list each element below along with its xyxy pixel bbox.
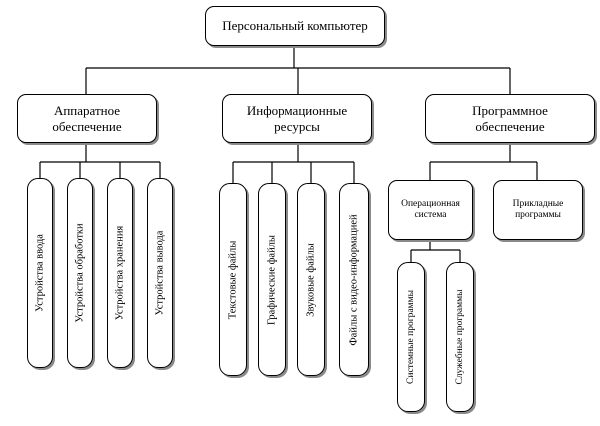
leaf-storage-devices: Устройства хранения bbox=[107, 178, 133, 368]
leaf-utility-programs: Служебные программы bbox=[446, 262, 474, 412]
root-node: Персональный компьютер bbox=[205, 6, 385, 46]
subcategory-operating-system: Операционная система bbox=[388, 180, 473, 240]
leaf-storage-devices-label: Устройства хранения bbox=[114, 225, 126, 321]
category-information-label-line2: ресурсы bbox=[274, 118, 320, 134]
subcategory-os-label-line2: система bbox=[414, 210, 447, 220]
root-label: Персональный компьютер bbox=[222, 18, 368, 34]
leaf-processing-devices: Устройства обработки bbox=[67, 178, 93, 368]
leaf-processing-devices-label: Устройства обработки bbox=[74, 223, 86, 323]
leaf-audio-files-label: Звуковые файлы bbox=[305, 242, 317, 317]
category-information-label-line1: Информационные bbox=[246, 102, 348, 118]
leaf-text-files: Текстовые файлы bbox=[219, 183, 247, 376]
category-information-resources: Информационные ресурсы bbox=[222, 94, 372, 143]
category-software: Программное обеспечение bbox=[425, 94, 595, 143]
leaf-graphic-files: Графические файлы bbox=[258, 183, 286, 376]
category-software-label-line2: обеспечение bbox=[475, 118, 545, 134]
leaf-graphic-files-label: Графические файлы bbox=[266, 234, 278, 325]
category-hardware: Аппаратное обеспечение bbox=[17, 94, 157, 143]
leaf-audio-files: Звуковые файлы bbox=[297, 183, 325, 376]
leaf-output-devices-label: Устройства вывода bbox=[154, 230, 166, 316]
leaf-text-files-label: Текстовые файлы bbox=[227, 240, 239, 319]
category-hardware-label-line1: Аппаратное bbox=[53, 102, 121, 118]
leaf-system-programs: Системные программы bbox=[397, 262, 425, 412]
leaf-system-programs-label: Системные программы bbox=[406, 290, 416, 384]
leaf-input-devices-label: Устройства ввода bbox=[34, 234, 46, 312]
subcategory-apps-label-line2: программы bbox=[515, 210, 561, 220]
leaf-utility-programs-label: Служебные программы bbox=[455, 289, 465, 385]
category-software-label-line1: Программное bbox=[472, 102, 548, 118]
leaf-video-files-label: Файлы с видео-информацией bbox=[348, 213, 360, 346]
leaf-output-devices: Устройства вывода bbox=[147, 178, 173, 368]
leaf-input-devices: Устройства ввода bbox=[27, 178, 53, 368]
subcategory-apps-label-line1: Прикладные bbox=[512, 198, 564, 209]
subcategory-application-programs: Прикладные программы bbox=[493, 180, 583, 240]
leaf-video-files: Файлы с видео-информацией bbox=[339, 183, 369, 376]
category-hardware-label-line2: обеспечение bbox=[52, 118, 122, 134]
subcategory-os-label-line1: Операционная bbox=[401, 198, 460, 209]
